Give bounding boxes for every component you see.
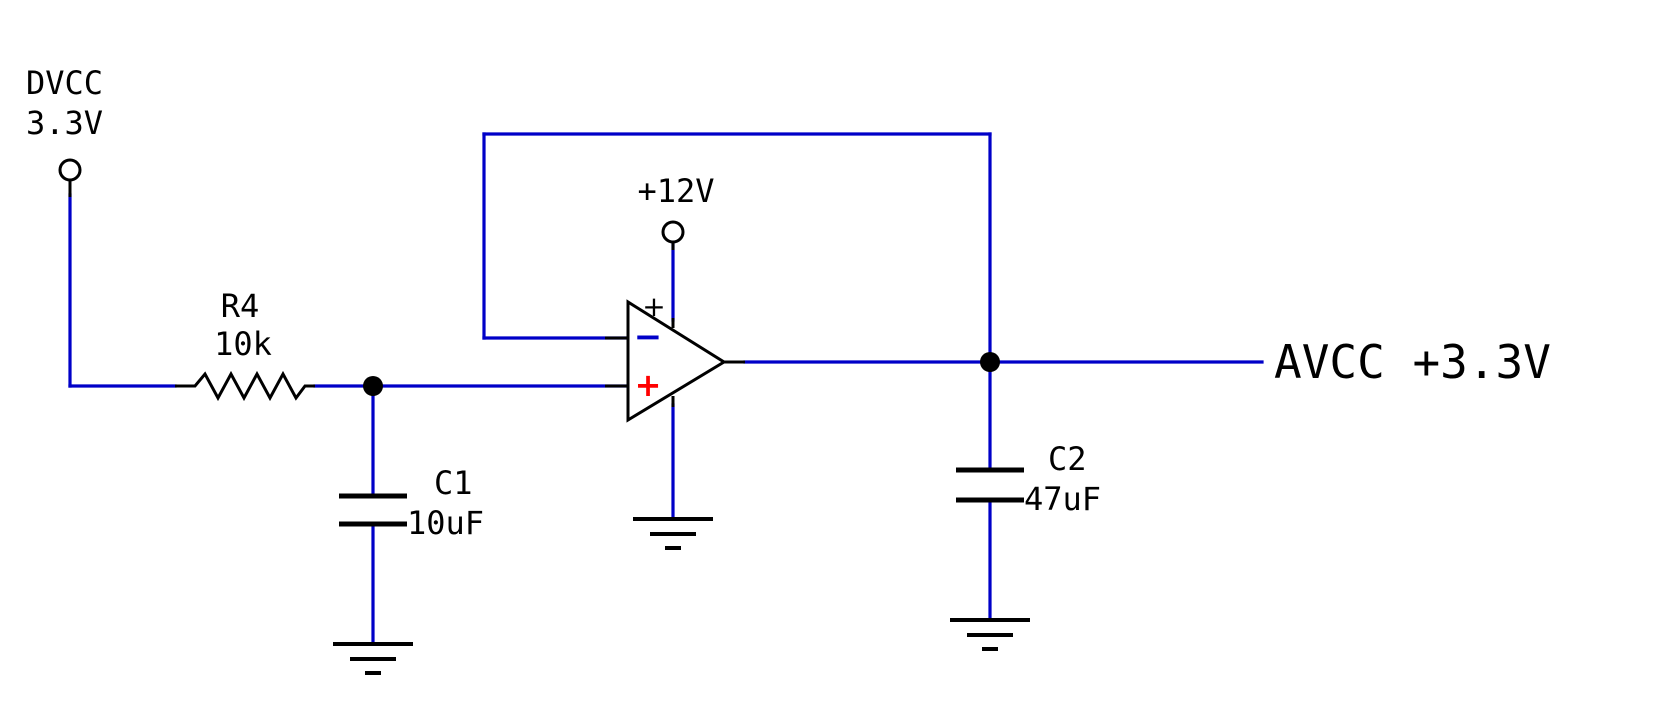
junction-dot-input: [363, 376, 383, 396]
resistor-icon: [175, 370, 315, 402]
dvcc-name-label: DVCC: [26, 64, 103, 102]
dvcc-terminal-icon: [58, 158, 82, 197]
ground-c2-icon: [950, 618, 1030, 651]
c1-ref-label: C1: [434, 464, 473, 502]
c2-ref-label: C2: [1048, 440, 1087, 478]
supply-12v-label: +12V: [637, 172, 714, 210]
capacitor-c1-icon: [339, 493, 407, 527]
wires: [68, 132, 1264, 644]
plus12v-terminal-icon: [661, 220, 685, 250]
capacitor-c2-icon: [956, 467, 1024, 503]
opamp-inverting-sign: −: [634, 317, 663, 357]
opamp-supply-sign: +: [642, 290, 665, 323]
avcc-output-label: AVCC +3.3V: [1274, 335, 1551, 389]
opamp-icon: − + +: [605, 290, 745, 423]
junction-dot-output: [980, 352, 1000, 372]
r4-value-label: 10k: [214, 325, 272, 363]
c2-value-label: 47uF: [1024, 480, 1101, 518]
dvcc-voltage-label: 3.3V: [26, 104, 103, 142]
opamp-noninverting-sign: +: [635, 366, 662, 404]
r4-ref-label: R4: [221, 287, 260, 325]
c1-value-label: 10uF: [407, 504, 484, 542]
ground-c1-icon: [333, 642, 413, 675]
ground-opamp-icon: [633, 517, 713, 550]
